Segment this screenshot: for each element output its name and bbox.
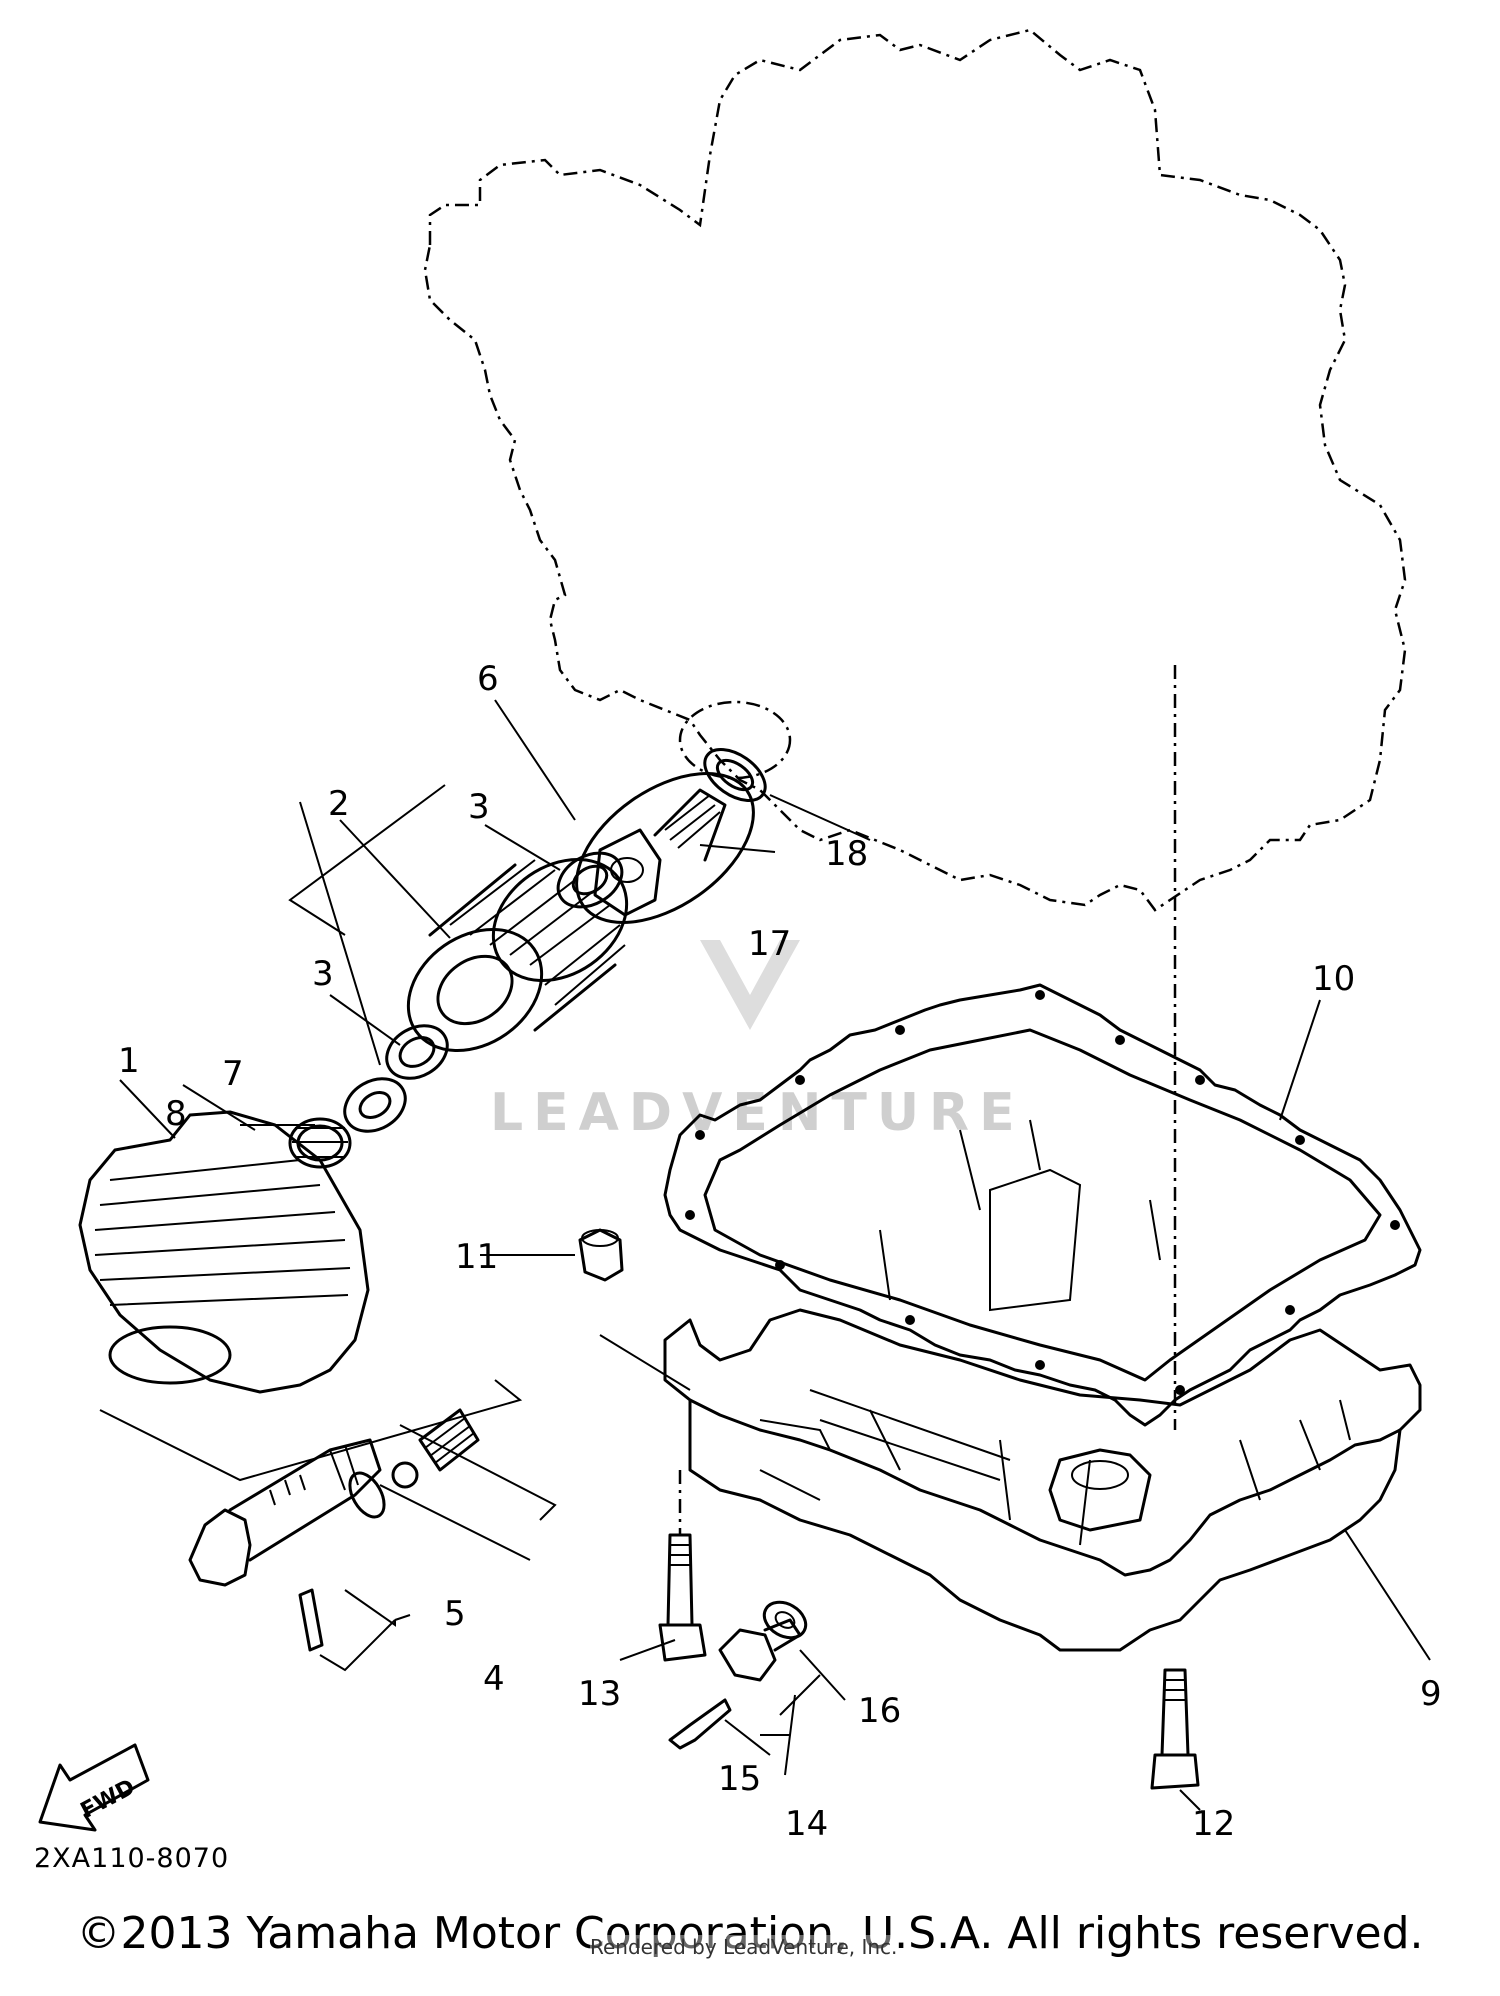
screw-15 [668,1698,732,1750]
oil-pan [663,1119,1422,1652]
callout-13: 13 [578,1674,621,1714]
callout-9: 9 [1420,1674,1442,1714]
seal-18 [703,748,767,802]
bolt-12 [1150,1668,1200,1790]
callout-16: 16 [858,1691,901,1731]
callout-17: 17 [748,924,791,964]
callout-1: 1 [118,1041,140,1081]
union-bolt-17 [593,788,727,917]
oil-filter-cover [78,1110,370,1394]
leadventure-watermark: LEADVENTURE [490,940,1025,1143]
oil-filter-element [406,857,629,1053]
callout-15: 15 [718,1759,761,1799]
engine-outline [423,28,1407,912]
o-ring-6 [575,772,755,924]
fwd-direction-arrow: FWD [38,1743,150,1832]
relief-ball [391,1461,419,1489]
callout-labels: 1 2 3 3 4 5 6 7 8 9 10 11 12 13 14 15 16… [118,659,1442,1844]
dowel-pin [298,1588,324,1652]
callout-3-lower: 3 [312,954,334,994]
washer-7 [343,1077,407,1133]
copyright-notice: ©2013 Yamaha Motor Corporation, U.S.A. A… [76,1908,1424,1959]
callout-10: 10 [1312,959,1355,999]
group-bracket-lines [99,784,821,1736]
callout-11: 11 [455,1237,498,1277]
diagram-reference-code: 2XA110-8070 [34,1843,230,1874]
o-ring-5 [348,1471,386,1519]
oil-pan-gasket [663,983,1422,1427]
dowel-11 [578,1228,624,1282]
o-ring-8 [288,1117,352,1169]
engine-filter-mount [678,700,792,780]
rendered-by-note: Rendered by LeadVenture, Inc. [590,1935,898,1959]
svg-text:LEADVENTURE: LEADVENTURE [490,1083,1025,1143]
callout-12: 12 [1192,1804,1235,1844]
callout-leaders [119,699,1431,1811]
callout-2: 2 [328,784,350,824]
callout-14: 14 [785,1804,828,1844]
callout-5: 5 [444,1594,466,1634]
seal-3-lower [385,1024,449,1080]
drain-bolt-14 [718,1618,802,1682]
svg-text:FWD: FWD [77,1775,140,1824]
callout-8: 8 [165,1094,187,1134]
callout-3-upper: 3 [468,787,490,827]
gasket-16 [762,1600,808,1640]
callout-4: 4 [483,1659,505,1699]
callout-7: 7 [222,1054,244,1094]
relief-valve-bolt [188,1438,382,1587]
callout-6: 6 [477,659,499,699]
callout-18: 18 [825,834,868,874]
bolt-13 [658,1470,707,1662]
